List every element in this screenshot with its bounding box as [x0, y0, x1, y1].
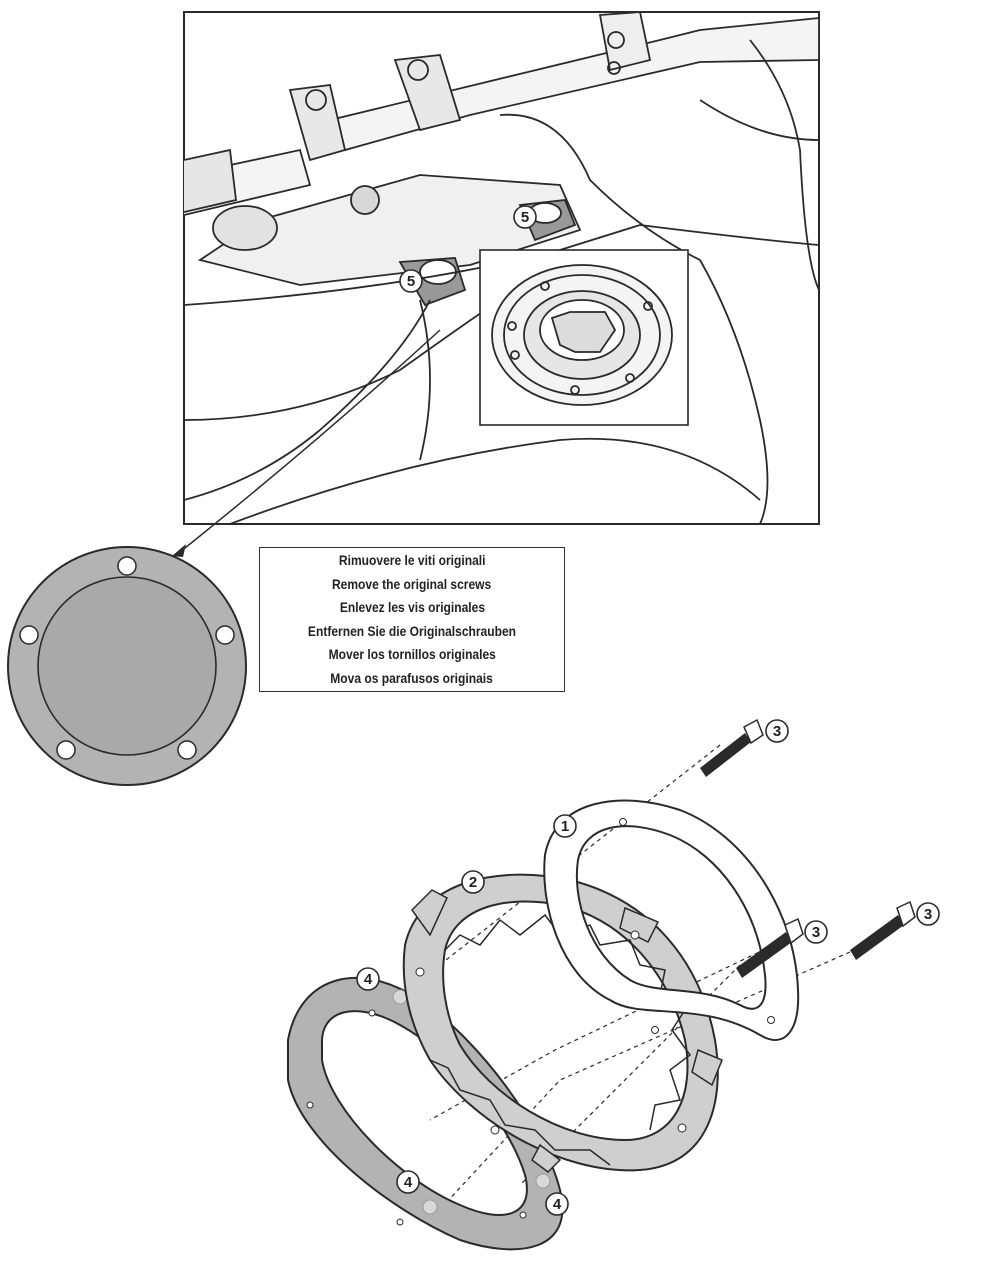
bolt-right [850, 900, 916, 960]
callout-1: 1 [553, 814, 577, 838]
bolt-top [700, 718, 764, 777]
callout-3-middle: 3 [804, 920, 828, 944]
svg-text:1: 1 [561, 818, 569, 835]
top-ring [543, 799, 800, 1041]
instruction-box: Rimuovere le viti originali Remove the o… [259, 547, 565, 692]
callout-3-top: 3 [765, 719, 789, 743]
instruction-spanish: Mover los tornillos originales [328, 646, 496, 662]
svg-text:5: 5 [521, 209, 529, 226]
tank-flange [402, 873, 723, 1173]
callout-4-right: 4 [545, 1192, 569, 1216]
svg-text:3: 3 [812, 924, 820, 941]
svg-text:2: 2 [469, 874, 477, 891]
callout-5-lower: 5 [399, 269, 423, 293]
instruction-italian: Rimuovere le viti originali [338, 552, 486, 568]
svg-text:3: 3 [924, 906, 932, 923]
instruction-english: Remove the original screws [332, 575, 492, 592]
fuel-cap-plate [7, 546, 247, 786]
callout-4-left: 4 [356, 967, 380, 991]
instruction-portuguese: Mova os parafusos originais [330, 669, 494, 686]
svg-text:4: 4 [553, 1196, 562, 1213]
svg-text:5: 5 [407, 273, 415, 290]
svg-text:4: 4 [404, 1174, 413, 1191]
callout-5-upper: 5 [513, 205, 537, 229]
svg-text:3: 3 [773, 723, 781, 740]
instruction-french: Enlevez les vis originales [339, 599, 485, 615]
svg-text:4: 4 [364, 971, 373, 988]
instruction-german: Entfernen Sie die Originalschrauben [307, 622, 517, 639]
motorcycle-tank-view [172, 11, 820, 557]
callout-2: 2 [461, 870, 485, 894]
callout-4-bottom: 4 [396, 1170, 420, 1194]
callout-3-right: 3 [916, 902, 940, 926]
bolt-middle [736, 917, 804, 978]
